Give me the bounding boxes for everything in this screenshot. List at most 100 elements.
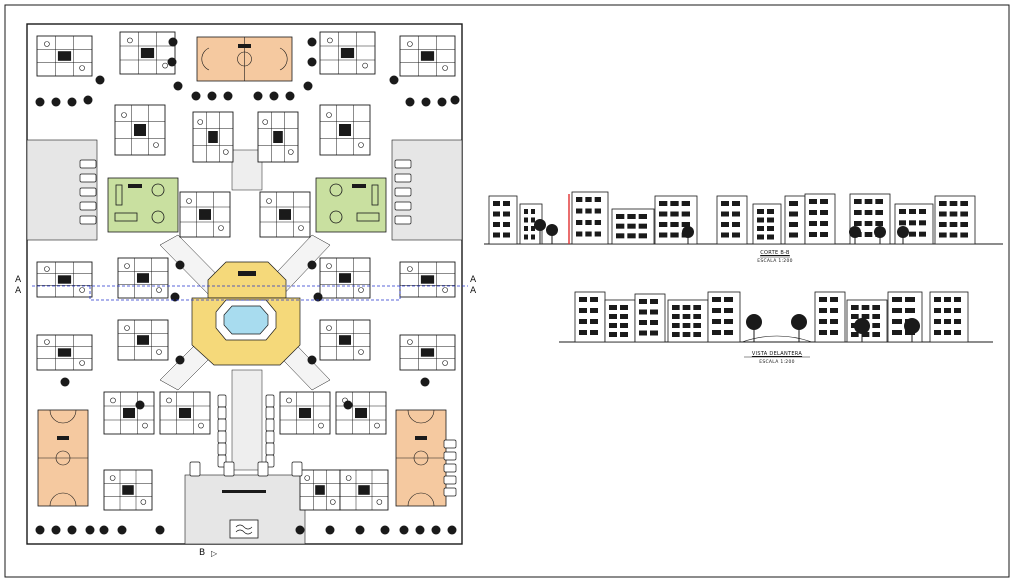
front-view-title: VISTA DELANTERA	[751, 351, 803, 357]
elevation-building	[571, 191, 609, 245]
court-southeast	[395, 409, 447, 507]
car-icon	[79, 215, 97, 225]
section-scale: ESCALA 1:200	[757, 259, 793, 264]
car-icon	[217, 442, 227, 456]
residential-block	[319, 104, 371, 156]
car-icon	[443, 451, 457, 461]
sheet-frame	[4, 4, 1010, 578]
tree-icon	[168, 37, 178, 47]
car-icon	[443, 439, 457, 449]
playgrounds	[107, 177, 387, 233]
car-icon	[79, 187, 97, 197]
pool	[223, 305, 269, 335]
residential-block	[36, 334, 93, 371]
car-icon	[443, 475, 457, 485]
parked-cars	[79, 159, 457, 497]
section-b-b-drawing	[484, 191, 1003, 258]
car-icon	[217, 406, 227, 420]
residential-block	[192, 111, 234, 163]
trees	[35, 37, 460, 535]
tree-icon	[35, 97, 45, 107]
elevation-building	[488, 195, 518, 245]
elevation-building	[604, 299, 636, 343]
elevation-building	[894, 203, 934, 245]
tree-icon	[135, 400, 145, 410]
elevation-building	[784, 195, 806, 245]
elevation-building	[849, 193, 891, 245]
tree-icon	[307, 37, 317, 47]
residential-block	[103, 391, 155, 435]
residential-block	[319, 319, 371, 361]
court-southwest	[37, 409, 89, 507]
elevation-building	[667, 299, 709, 343]
residential-block	[279, 391, 331, 435]
north-walkway	[231, 149, 263, 191]
tree-icon	[343, 400, 353, 410]
residential-block	[259, 191, 311, 238]
residential-block	[117, 257, 169, 299]
car-icon	[394, 201, 412, 211]
car-icon	[265, 406, 275, 420]
elevation-building	[752, 203, 782, 245]
tree-icon	[170, 292, 180, 302]
car-icon	[291, 461, 303, 477]
sports-courts	[37, 36, 447, 507]
elevation-building	[814, 291, 846, 343]
tree-icon	[95, 75, 105, 85]
tree-icon	[307, 355, 317, 365]
elevation-building	[611, 208, 655, 245]
tree-icon	[399, 525, 409, 535]
tree-icon	[60, 377, 70, 387]
section-b-marker: B	[199, 548, 206, 558]
tree-icon	[437, 97, 447, 107]
car-icon	[394, 187, 412, 197]
car-icon	[79, 159, 97, 169]
tree-icon	[380, 525, 390, 535]
tree-icon	[253, 91, 263, 101]
car-icon	[265, 418, 275, 432]
tree-icon	[99, 525, 109, 535]
tree-icon	[207, 91, 217, 101]
residential-block	[319, 31, 376, 75]
elevation-building	[716, 195, 748, 245]
elevation-building	[707, 291, 741, 343]
tree-icon	[307, 57, 317, 67]
tree-icon	[35, 525, 45, 535]
tree-icon	[67, 97, 77, 107]
front-view-drawing	[559, 291, 993, 358]
tree-icon	[83, 95, 93, 105]
elevation-building	[929, 291, 969, 343]
tree-icon	[431, 525, 441, 535]
car-icon	[217, 418, 227, 432]
car-icon	[443, 463, 457, 473]
elevation-building	[519, 203, 543, 245]
section-a-marker-left-bottom: A	[15, 286, 22, 296]
tree-icon	[175, 355, 185, 365]
elevation-building	[804, 193, 836, 245]
car-icon	[217, 394, 227, 408]
residential-block	[119, 31, 176, 75]
central-plaza	[191, 261, 301, 366]
tree-icon	[155, 525, 165, 535]
tree-icon	[85, 525, 95, 535]
tree-icon	[269, 91, 279, 101]
car-icon	[223, 461, 235, 477]
car-icon	[79, 173, 97, 183]
residential-block	[299, 469, 341, 511]
residential-block	[114, 104, 166, 156]
residential-blocks	[36, 31, 456, 511]
residential-block	[399, 334, 456, 371]
entrance-sign	[222, 490, 266, 539]
front-view-scale: ESCALA 1:200	[759, 360, 795, 365]
tree-icon	[295, 525, 305, 535]
tree-icon	[223, 91, 233, 101]
car-icon	[189, 461, 201, 477]
section-a-marker-left-top: A	[15, 275, 22, 285]
tree-icon	[67, 525, 77, 535]
car-icon	[265, 430, 275, 444]
residential-block	[159, 391, 211, 435]
tree-icon	[355, 525, 365, 535]
tree-icon	[307, 260, 317, 270]
